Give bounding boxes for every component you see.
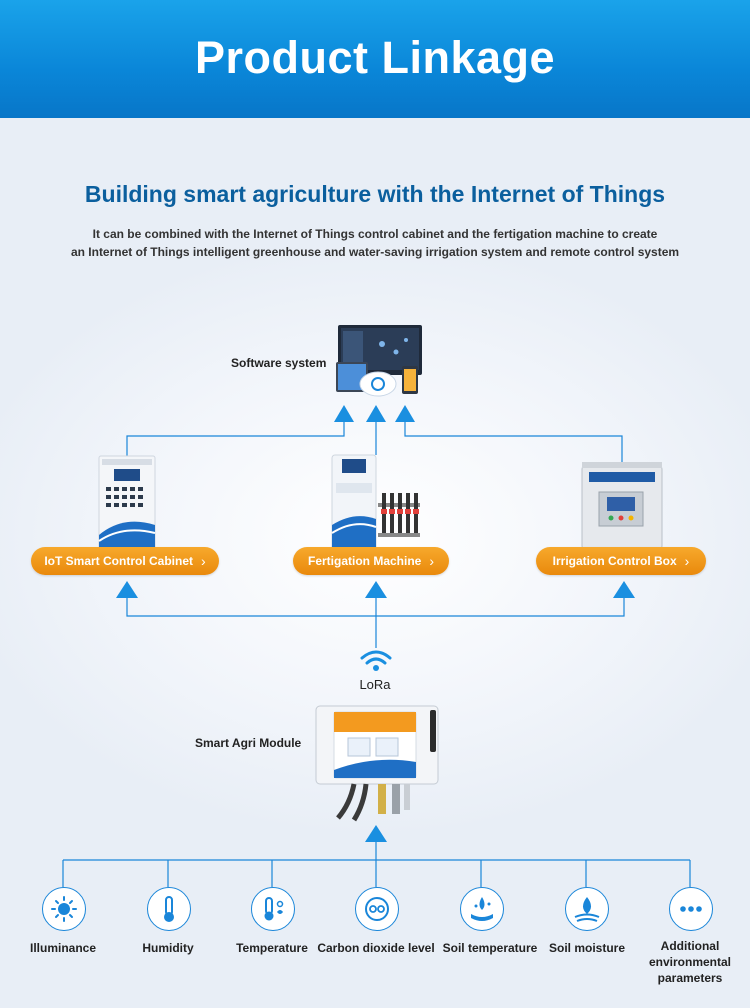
co2-icon: [365, 897, 389, 921]
irrigation-control-box-image: [581, 462, 663, 550]
temperature-label: Temperature: [236, 941, 308, 955]
humidity-icon: [164, 896, 174, 922]
iot-smart-control-cabinet-label: IoT Smart Control Cabinet: [44, 554, 193, 568]
description-line-2: an Internet of Things intelligent greenh…: [70, 245, 680, 259]
soil-temperature-icon: [471, 897, 493, 921]
soil-moisture-sensor: [565, 887, 609, 931]
soil-moisture-label: Soil moisture: [548, 941, 625, 955]
arrow-up-icon: [116, 581, 138, 598]
co2-sensor: [355, 887, 399, 931]
software-system-devices-image: [336, 325, 422, 397]
carbon-dioxide-label: Carbon dioxide level: [317, 941, 435, 955]
header-banner: Product Linkage: [0, 0, 750, 118]
iot-cabinet-image: [98, 455, 156, 550]
smart-agri-module-label: Smart Agri Module: [195, 736, 302, 750]
fertigation-machine-image: [331, 454, 420, 551]
illuminance-icon: [51, 896, 77, 922]
fertigation-machine-button[interactable]: Fertigation Machine ›: [293, 547, 449, 575]
software-system-label: Software system: [231, 356, 327, 370]
soil-temperature-sensor: [460, 887, 504, 931]
arrow-up-icon: [365, 825, 387, 842]
arrow-up-icon: [366, 405, 386, 422]
arrow-up-icon: [613, 581, 635, 598]
arrow-up-icon: [334, 405, 354, 422]
temperature-icon: [264, 897, 284, 921]
lora-label: LoRa: [359, 677, 391, 692]
soil-temperature-label: Soil temperature: [442, 941, 538, 955]
arrow-up-icon: [395, 405, 415, 422]
irrigation-control-box-label: Irrigation Control Box: [552, 554, 677, 568]
description-line-1: It can be combined with the Internet of …: [92, 227, 658, 241]
arrow-up-icon: [365, 581, 387, 598]
chevron-right-icon: ›: [684, 553, 690, 569]
chevron-right-icon: ›: [201, 553, 206, 569]
illuminance-label: Illuminance: [29, 941, 97, 955]
humidity-sensor: [147, 887, 191, 931]
soil-moisture-icon: [574, 897, 600, 922]
illuminance-sensor: [42, 887, 86, 931]
humidity-label: Humidity: [142, 941, 194, 955]
cabinet-to-software-line: [126, 416, 345, 462]
section-subtitle: Building smart agriculture with the Inte…: [84, 181, 666, 207]
temperature-sensor: [251, 887, 295, 931]
chevron-right-icon: ›: [429, 553, 434, 569]
box-to-software-line: [404, 416, 623, 466]
additional-parameters-label: Additional environmental parameters: [648, 939, 732, 985]
smart-agri-module-image: [315, 705, 439, 822]
irrigation-control-box-button[interactable]: Irrigation Control Box ›: [536, 547, 706, 575]
wifi-signal-icon: [360, 650, 392, 671]
page-title: Product Linkage: [194, 32, 556, 83]
more-icon: [680, 906, 702, 912]
more-parameters-sensor: [669, 887, 713, 931]
iot-smart-control-cabinet-button[interactable]: IoT Smart Control Cabinet ›: [31, 547, 219, 575]
fertigation-machine-label: Fertigation Machine: [307, 554, 422, 568]
